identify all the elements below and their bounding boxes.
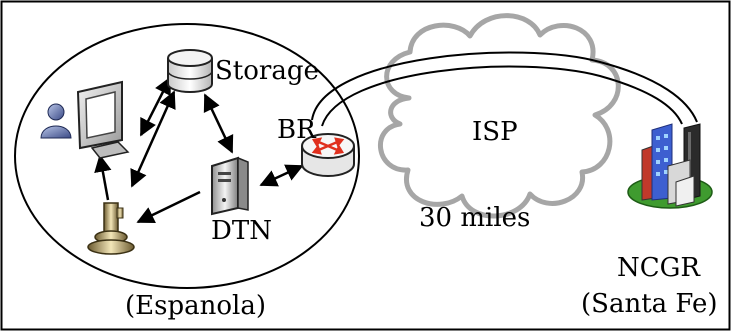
- arrow-dtn-instrument: [136, 190, 201, 224]
- wan-link: [311, 51, 698, 127]
- santa-fe-label: (Santa Fe): [581, 289, 718, 319]
- arrow-storage-dtn: [203, 93, 234, 154]
- database-icon: [167, 49, 213, 93]
- arrow-storage-monitor: [139, 76, 172, 137]
- br-label: BR: [277, 115, 317, 145]
- arrow-storage-instrument: [130, 90, 176, 188]
- distance-label: 30 miles: [419, 203, 530, 233]
- user-icon: [40, 103, 72, 139]
- instrument-icon: [87, 202, 135, 255]
- storage-label: Storage: [215, 56, 319, 86]
- cloud-icon: [377, 13, 621, 219]
- arrow-instrument-monitor: [94, 154, 112, 201]
- router-icon: [301, 133, 355, 177]
- ncgr-label: NCGR: [617, 253, 701, 283]
- espanola-label: (Espanola): [125, 291, 266, 321]
- server-icon: [211, 156, 249, 216]
- espanola-site-ellipse: [14, 23, 360, 289]
- city-icon: [627, 123, 713, 209]
- isp-label: ISP: [472, 117, 518, 147]
- arrow-dtn-router: [259, 164, 304, 187]
- connection-arrows: [94, 76, 304, 224]
- monitor-icon: [76, 80, 130, 159]
- dtn-label: DTN: [211, 216, 272, 246]
